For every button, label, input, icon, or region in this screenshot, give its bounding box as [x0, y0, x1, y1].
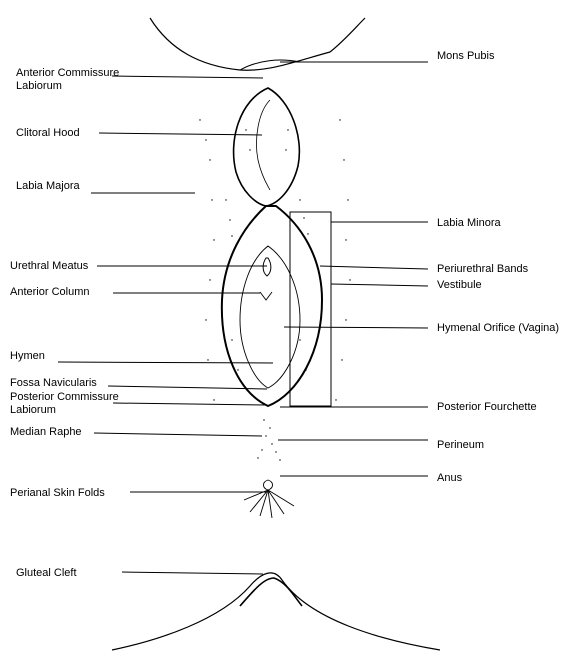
label-median-raphe: Median Raphe — [10, 426, 82, 439]
clitoral-hood-inner — [257, 100, 271, 190]
labia-minora-outline — [222, 206, 322, 406]
label-anterior-column: Anterior Column — [10, 286, 89, 299]
label-perianal-skin-folds: Perianal Skin Folds — [10, 487, 105, 500]
label-anterior-commissure: Anterior Commissure Labiorum — [16, 67, 119, 93]
labia-majora-stippling — [199, 119, 350, 400]
label-fossa-navicularis: Fossa Navicularis — [10, 377, 97, 390]
perineum-stippling — [257, 419, 280, 460]
label-clitoral-hood: Clitoral Hood — [16, 127, 80, 140]
label-vestibule: Vestibule — [437, 279, 482, 292]
label-perineum: Perineum — [437, 439, 484, 452]
label-labia-majora: Labia Majora — [16, 180, 80, 193]
anus-folds — [244, 480, 294, 518]
label-hymen: Hymen — [10, 350, 45, 363]
label-posterior-fourchette: Posterior Fourchette — [437, 401, 537, 414]
anterior-column — [260, 292, 272, 300]
urethral-meatus — [263, 258, 271, 276]
hymen-outline — [240, 246, 300, 388]
clitoral-hood-outline — [234, 88, 300, 206]
label-periurethral-bands: Periurethral Bands — [437, 263, 528, 276]
label-urethral-meatus: Urethral Meatus — [10, 260, 88, 273]
label-mons-pubis: Mons Pubis — [437, 50, 494, 63]
leader-lines — [58, 62, 428, 574]
label-anus: Anus — [437, 472, 462, 485]
label-hymenal-orifice: Hymenal Orifice (Vagina) — [437, 322, 559, 335]
label-posterior-commissure: Posterior Commissure Labiorum — [10, 391, 119, 417]
label-gluteal-cleft: Gluteal Cleft — [16, 567, 77, 580]
label-labia-minora: Labia Minora — [437, 217, 501, 230]
gluteal-cleft-outline — [112, 573, 440, 650]
vestibule-bracket — [290, 212, 331, 406]
